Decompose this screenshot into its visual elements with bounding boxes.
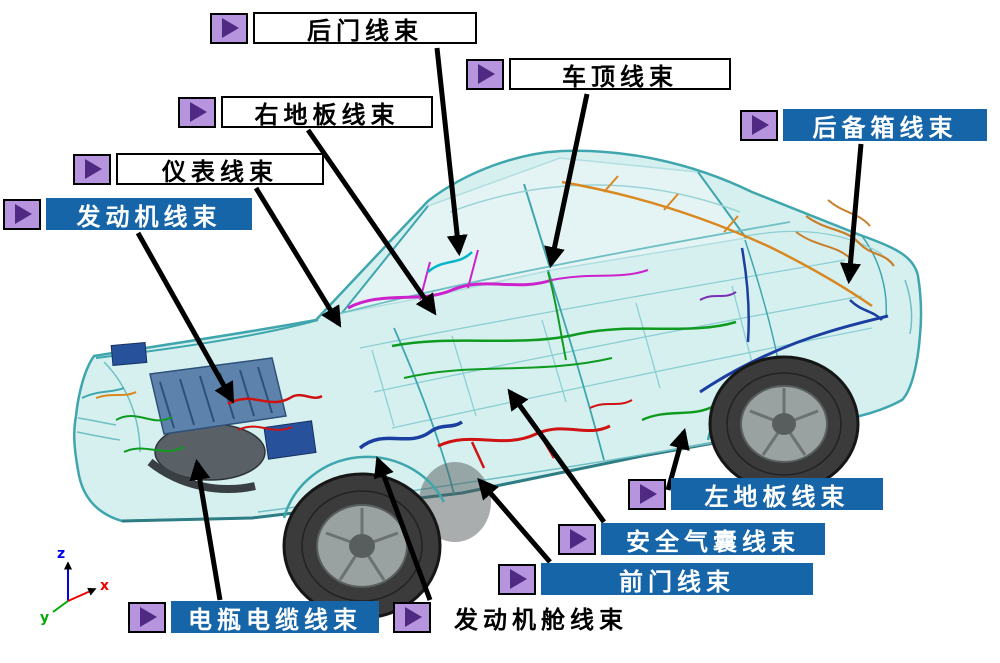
arrow-engine [135,231,235,404]
label-airbag-harness: 安全气囊线束 [558,523,825,556]
label-trunk-harness: 后备箱线束 [740,109,987,142]
arrow-engine-bay [374,456,433,601]
label-text: 仪表线束 [116,153,324,186]
axis-z-label: z [57,546,65,562]
label-engine-harness: 发动机线束 [3,198,252,231]
label-front-door-harness: 前门线束 [498,563,813,596]
label-text: 安全气囊线束 [601,523,825,556]
triangle-glyph [222,18,239,38]
triangle-glyph [570,529,587,549]
floor-wireframe [359,230,883,429]
triangle-glyph [85,159,102,179]
arrow-roof [544,93,590,269]
glasshouse [329,157,791,495]
triangle-glyph [405,607,422,627]
arrow-battery-cable [189,458,223,601]
label-text: 车顶线束 [509,58,731,91]
label-text: 后备箱线束 [783,109,987,142]
arrow-instrument [253,186,342,328]
label-text: 发动机线束 [46,198,252,231]
play-icon [178,96,216,128]
label-text: 发动机舱线束 [436,601,646,634]
label-text: 前门线束 [541,563,813,596]
triangle-glyph [478,64,495,84]
axis-x-label: x [100,578,109,594]
arrow-front-door [477,477,552,564]
label-text: 右地板线束 [221,96,433,129]
triangle-glyph [190,102,207,122]
triangle-glyph [140,607,157,627]
arrow-left-floor [665,427,690,491]
arrow-trunk [840,143,864,285]
label-left-floor-harness: 左地板线束 [628,478,883,511]
wiring-harnesses [347,175,895,469]
label-rear-door-harness: 后门线束 [210,12,477,45]
play-icon [466,58,504,90]
play-icon [73,153,111,185]
arrow-airbag [507,388,607,524]
arrow-rear-door [434,47,468,257]
arrow-right-floor [305,128,437,316]
play-icon [558,523,596,555]
play-icon [3,198,41,230]
coordinate-axes: z x y [40,546,109,626]
label-text: 电瓶电缆线束 [171,601,379,634]
wheels [282,355,860,620]
play-icon [393,601,431,633]
rear-wheel [708,355,860,493]
label-battery-cable-harness: 电瓶电缆线束 [128,601,379,634]
play-icon [498,563,536,595]
play-icon [210,12,248,44]
leader-arrows [135,47,864,601]
axis-y-label: y [40,610,49,626]
label-roof-harness: 车顶线束 [466,58,731,91]
label-text: 后门线束 [253,12,477,45]
play-icon [740,109,778,141]
triangle-glyph [15,204,32,224]
label-text: 左地板线束 [671,478,883,511]
label-engine-bay-harness: 发动机舱线束 [393,601,646,634]
front-wheel [282,472,442,620]
label-right-floor-harness: 右地板线束 [178,96,433,129]
play-icon [628,478,666,510]
label-instrument-harness: 仪表线束 [73,153,324,186]
triangle-glyph [640,484,657,504]
triangle-glyph [510,569,527,589]
triangle-glyph [752,115,769,135]
play-icon [128,601,166,633]
